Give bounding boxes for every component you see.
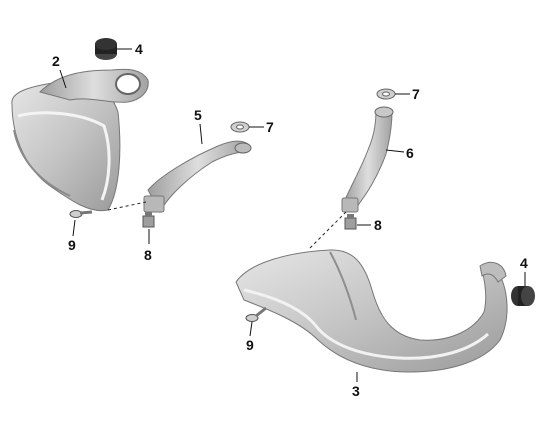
callout-8-left: 8 (144, 247, 152, 263)
assembly-line-left (107, 201, 147, 211)
leader-9-right (249, 321, 253, 337)
bracket-left-part-5 (143, 140, 252, 214)
callout-9-left: 9 (68, 237, 76, 253)
hand-guard-right-part-3 (235, 249, 508, 373)
leader-5 (199, 123, 203, 145)
clip-nut-left-part-8 (142, 212, 155, 228)
callout-4-left: 4 (135, 41, 143, 57)
callout-8-right: 8 (374, 217, 382, 233)
rubber-cap-left-part-4 (95, 38, 117, 60)
leader-2 (59, 69, 67, 89)
callout-9-right: 9 (246, 337, 254, 353)
callout-2: 2 (52, 53, 60, 69)
washer-left-part-7 (230, 121, 250, 133)
screw-left-part-9 (69, 210, 93, 218)
bracket-right-part-6 (341, 106, 394, 213)
rubber-cap-right-part-4 (511, 286, 535, 306)
callout-6: 6 (406, 145, 414, 161)
callout-3: 3 (352, 383, 360, 399)
hand-guard-left-part-2 (11, 68, 149, 212)
callout-5: 5 (194, 107, 202, 123)
leader-6 (385, 149, 405, 153)
callout-7-left: 7 (266, 119, 274, 135)
clip-nut-right-part-8 (344, 214, 357, 230)
callout-4-right: 4 (520, 255, 528, 271)
assembly-line-right (309, 211, 347, 249)
leader-9-left (72, 219, 76, 237)
screw-right-part-9 (245, 306, 267, 322)
callout-7-right: 7 (412, 86, 420, 102)
washer-right-part-7 (376, 88, 396, 100)
